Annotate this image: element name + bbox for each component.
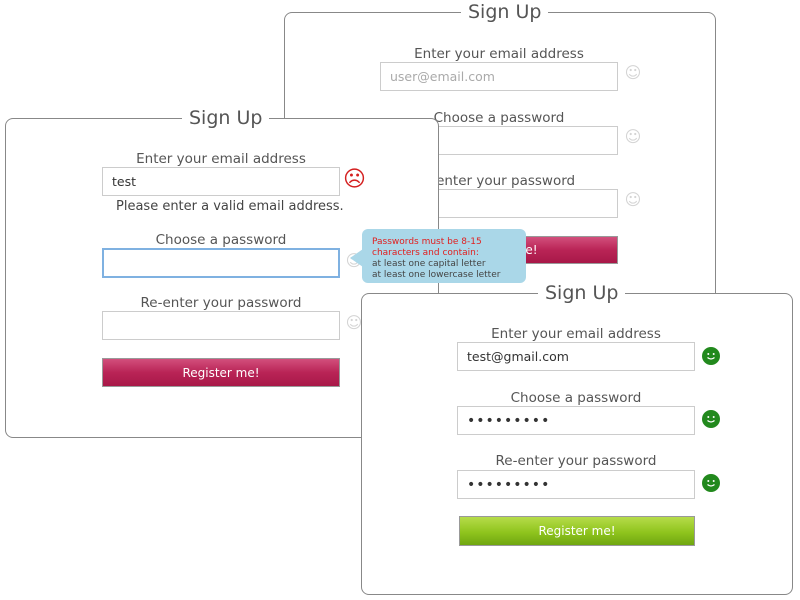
password-label: Choose a password	[155, 232, 287, 248]
email-error-message: Please enter a valid email address.	[116, 199, 344, 214]
email-label: Enter your email address	[136, 151, 306, 167]
panel-title: Sign Up	[538, 281, 626, 305]
email-field[interactable]	[457, 342, 695, 371]
tooltip-heading: Passwords must be 8-15	[372, 237, 482, 247]
reenter-label: Re-enter your password	[140, 295, 302, 311]
password-field[interactable]	[457, 406, 695, 435]
email-label: Enter your email address	[491, 326, 661, 342]
panel-title: Sign Up	[182, 106, 270, 130]
smiley-face-icon	[702, 410, 720, 428]
password-label: Choose a password	[433, 110, 565, 126]
panel-title: Sign Up	[461, 0, 549, 24]
email-label: Enter your email address	[414, 46, 584, 62]
register-button[interactable]: Register me!	[102, 358, 340, 387]
smiley-face-icon	[702, 474, 720, 492]
smiley-face-icon	[702, 347, 720, 365]
neutral-face-icon: ☺	[345, 313, 363, 332]
reenter-label: e-enter your password	[422, 173, 576, 189]
neutral-face-icon: ☺	[624, 190, 642, 209]
password-field[interactable]	[102, 248, 340, 278]
reenter-password-field[interactable]	[457, 470, 695, 499]
tooltip-rule: at least one capital letter	[372, 259, 486, 269]
tooltip-arrow	[350, 249, 363, 267]
neutral-face-icon: ☺	[624, 63, 642, 82]
email-field[interactable]	[380, 62, 618, 91]
sad-face-icon: ☹	[343, 167, 366, 192]
email-field[interactable]	[102, 167, 340, 196]
register-button[interactable]: Register me!	[459, 516, 695, 546]
password-rules-tooltip: Passwords must be 8-15 characters and co…	[362, 229, 526, 283]
tooltip-heading: characters and contain:	[372, 248, 479, 258]
tooltip-rule: at least one lowercase letter	[372, 270, 501, 280]
password-label: Choose a password	[510, 390, 642, 406]
reenter-label: Re-enter your password	[495, 453, 657, 469]
reenter-password-field[interactable]	[102, 311, 340, 340]
neutral-face-icon: ☺	[624, 127, 642, 146]
